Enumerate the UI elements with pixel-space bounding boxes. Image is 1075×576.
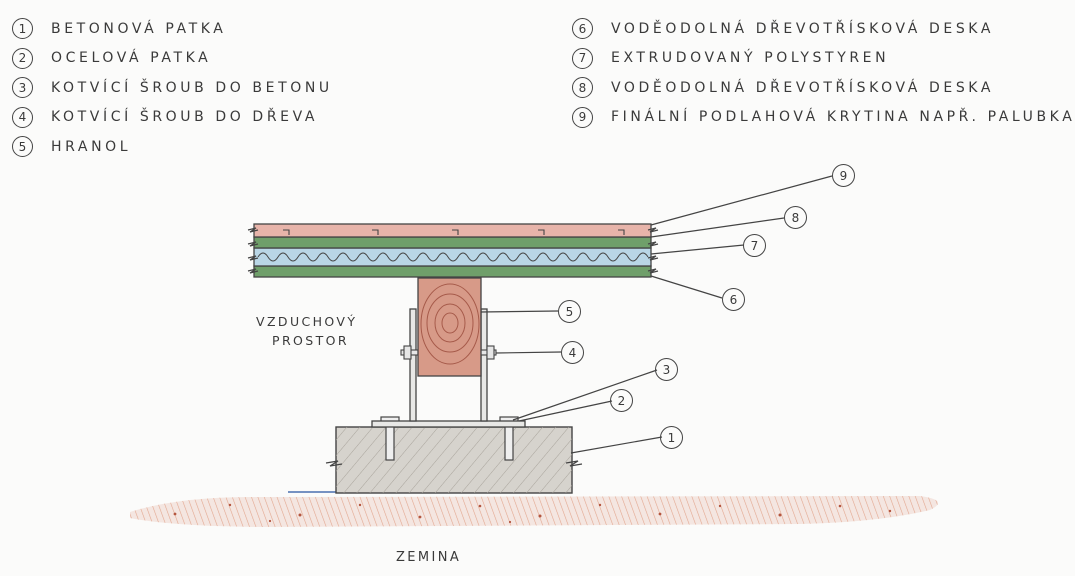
timber-post (417, 277, 482, 377)
leader-lines (480, 175, 833, 454)
legend-number: 8 (572, 77, 593, 99)
legend-number: 5 (12, 136, 33, 158)
legend-item-7: 7 EXTRUDOVANÝ POLYSTYREN (572, 44, 1075, 74)
air-space-label-line1: VZDUCHOVÝ (256, 314, 358, 329)
legend-text: HRANOL (51, 138, 132, 155)
legend-text: EXTRUDOVANÝ POLYSTYREN (611, 50, 890, 67)
air-space-label-line2: PROSTOR (272, 333, 349, 348)
legend-text: BETONOVÁ PATKA (51, 20, 227, 37)
callout-2: 2 (610, 389, 633, 412)
concrete-anchor-bolts (380, 416, 519, 461)
callout-7: 7 (743, 234, 766, 257)
legend-item-4: 4 KOTVÍCÍ ŠROUB DO DŘEVA (12, 103, 333, 133)
soil-layer (130, 496, 938, 527)
legend-item-8: 8 VODĚODOLNÁ DŘEVOTŘÍSKOVÁ DESKA (572, 73, 1075, 103)
callout-6: 6 (722, 288, 745, 311)
polystyrene-layer (253, 247, 652, 267)
callout-1: 1 (660, 426, 683, 449)
legend-text: FINÁLNÍ PODLAHOVÁ KRYTINA NAPŘ. PALUBKA (611, 109, 1075, 126)
concrete-footing (325, 426, 583, 494)
legend-number: 4 (12, 106, 33, 128)
board-upper (253, 236, 652, 249)
air-space-label: VZDUCHOVÝ PROSTOR (256, 314, 357, 348)
legend-item-3: 3 KOTVÍCÍ ŠROUB DO BETONU (12, 73, 333, 103)
legend-item-1: 1 BETONOVÁ PATKA (12, 14, 333, 44)
callout-9: 9 (832, 164, 855, 187)
board-lower (253, 265, 652, 278)
callout-4: 4 (561, 341, 584, 364)
legend-item-9: 9 FINÁLNÍ PODLAHOVÁ KRYTINA NAPŘ. PALUBKA (572, 103, 1075, 133)
slab-break-marks (247, 227, 659, 274)
decking-layer (253, 223, 652, 238)
legend-number: 7 (572, 47, 593, 69)
legend-item-5: 5 HRANOL (12, 132, 333, 162)
legend-number: 9 (572, 106, 593, 128)
legend-text: VODĚODOLNÁ DŘEVOTŘÍSKOVÁ DESKA (611, 20, 995, 37)
callout-3: 3 (655, 358, 678, 381)
legend-item-6: 6 VODĚODOLNÁ DŘEVOTŘÍSKOVÁ DESKA (572, 14, 1075, 44)
legend-number: 2 (12, 47, 33, 69)
ground-label: ZEMINA (396, 550, 462, 565)
legend-item-2: 2 OCELOVÁ PATKA (12, 44, 333, 74)
legend-number: 6 (572, 18, 593, 40)
callout-8: 8 (784, 206, 807, 229)
legend-number: 3 (12, 77, 33, 99)
legend-text: KOTVÍCÍ ŠROUB DO BETONU (51, 79, 333, 96)
legend-text: KOTVÍCÍ ŠROUB DO DŘEVA (51, 109, 319, 126)
legend-text: OCELOVÁ PATKA (51, 50, 212, 67)
callout-5: 5 (558, 300, 581, 323)
legend-text: VODĚODOLNÁ DŘEVOTŘÍSKOVÁ DESKA (611, 79, 995, 96)
legend-number: 1 (12, 18, 33, 40)
